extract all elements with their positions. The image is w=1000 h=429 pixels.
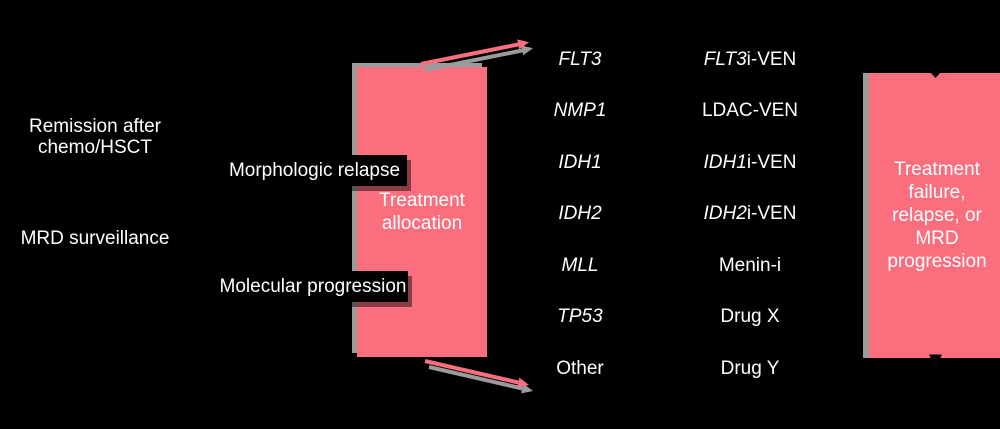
treatment-rest-part: i-VEN (746, 203, 797, 225)
treatment-item: Menin-i (650, 240, 850, 292)
treatment-rest-part: Menin-i (718, 254, 782, 276)
gene-item: IDH1 (558, 151, 602, 173)
allocation-line1: Treatment (379, 190, 465, 211)
treatment-rest-part: i-VEN (746, 48, 797, 70)
remission-text: Remission after chemo/HSCT (15, 116, 175, 158)
treatment-allocation-box: Treatment allocation (357, 67, 487, 357)
treatment-item: Drug X (650, 292, 850, 344)
morphologic-relapse-label: Morphologic relapse (222, 155, 407, 186)
treatment-rest-part: LDAC-VEN (701, 100, 799, 122)
gene-item: FLT3 (558, 48, 602, 70)
treatment-rest-part: Drug Y (720, 357, 780, 379)
treatment-gene-part: IDH2 (703, 203, 747, 225)
failure-line2: failure, (908, 182, 966, 203)
gene-item: TP53 (557, 306, 603, 328)
gene-item: Other (556, 357, 604, 379)
treatment-gene-part: FLT3 (703, 48, 747, 70)
remission-line2: chemo/HSCT (37, 137, 153, 158)
treatment-item: Drug Y (650, 343, 850, 395)
gene-item: NMP1 (553, 100, 607, 122)
gene-item: IDH2 (558, 203, 602, 225)
failure-line1: Treatment (894, 159, 980, 180)
remission-line1: Remission after (29, 116, 161, 137)
gene-item: MLL (561, 254, 599, 276)
failure-line4: MRD (915, 228, 959, 249)
failure-line3: relapse, or (892, 205, 982, 226)
treatment-rest-part: Drug X (720, 306, 780, 328)
allocation-line2: allocation (381, 213, 463, 234)
treatment-item: LDAC-VEN (650, 86, 850, 138)
treatment-rest-part: i-VEN (746, 151, 797, 173)
mrd-surveillance-text: MRD surveillance (20, 228, 170, 249)
treatment-gene-part: IDH1 (703, 151, 747, 173)
failure-line5: progression (887, 251, 987, 272)
gene-list: FLT3 NMP1 IDH1 IDH2 MLL TP53 Other (480, 34, 680, 395)
treatment-failure-box: Treatment failure, relapse, or MRD progr… (869, 73, 1000, 358)
molecular-progression-label: Molecular progression (218, 271, 408, 302)
